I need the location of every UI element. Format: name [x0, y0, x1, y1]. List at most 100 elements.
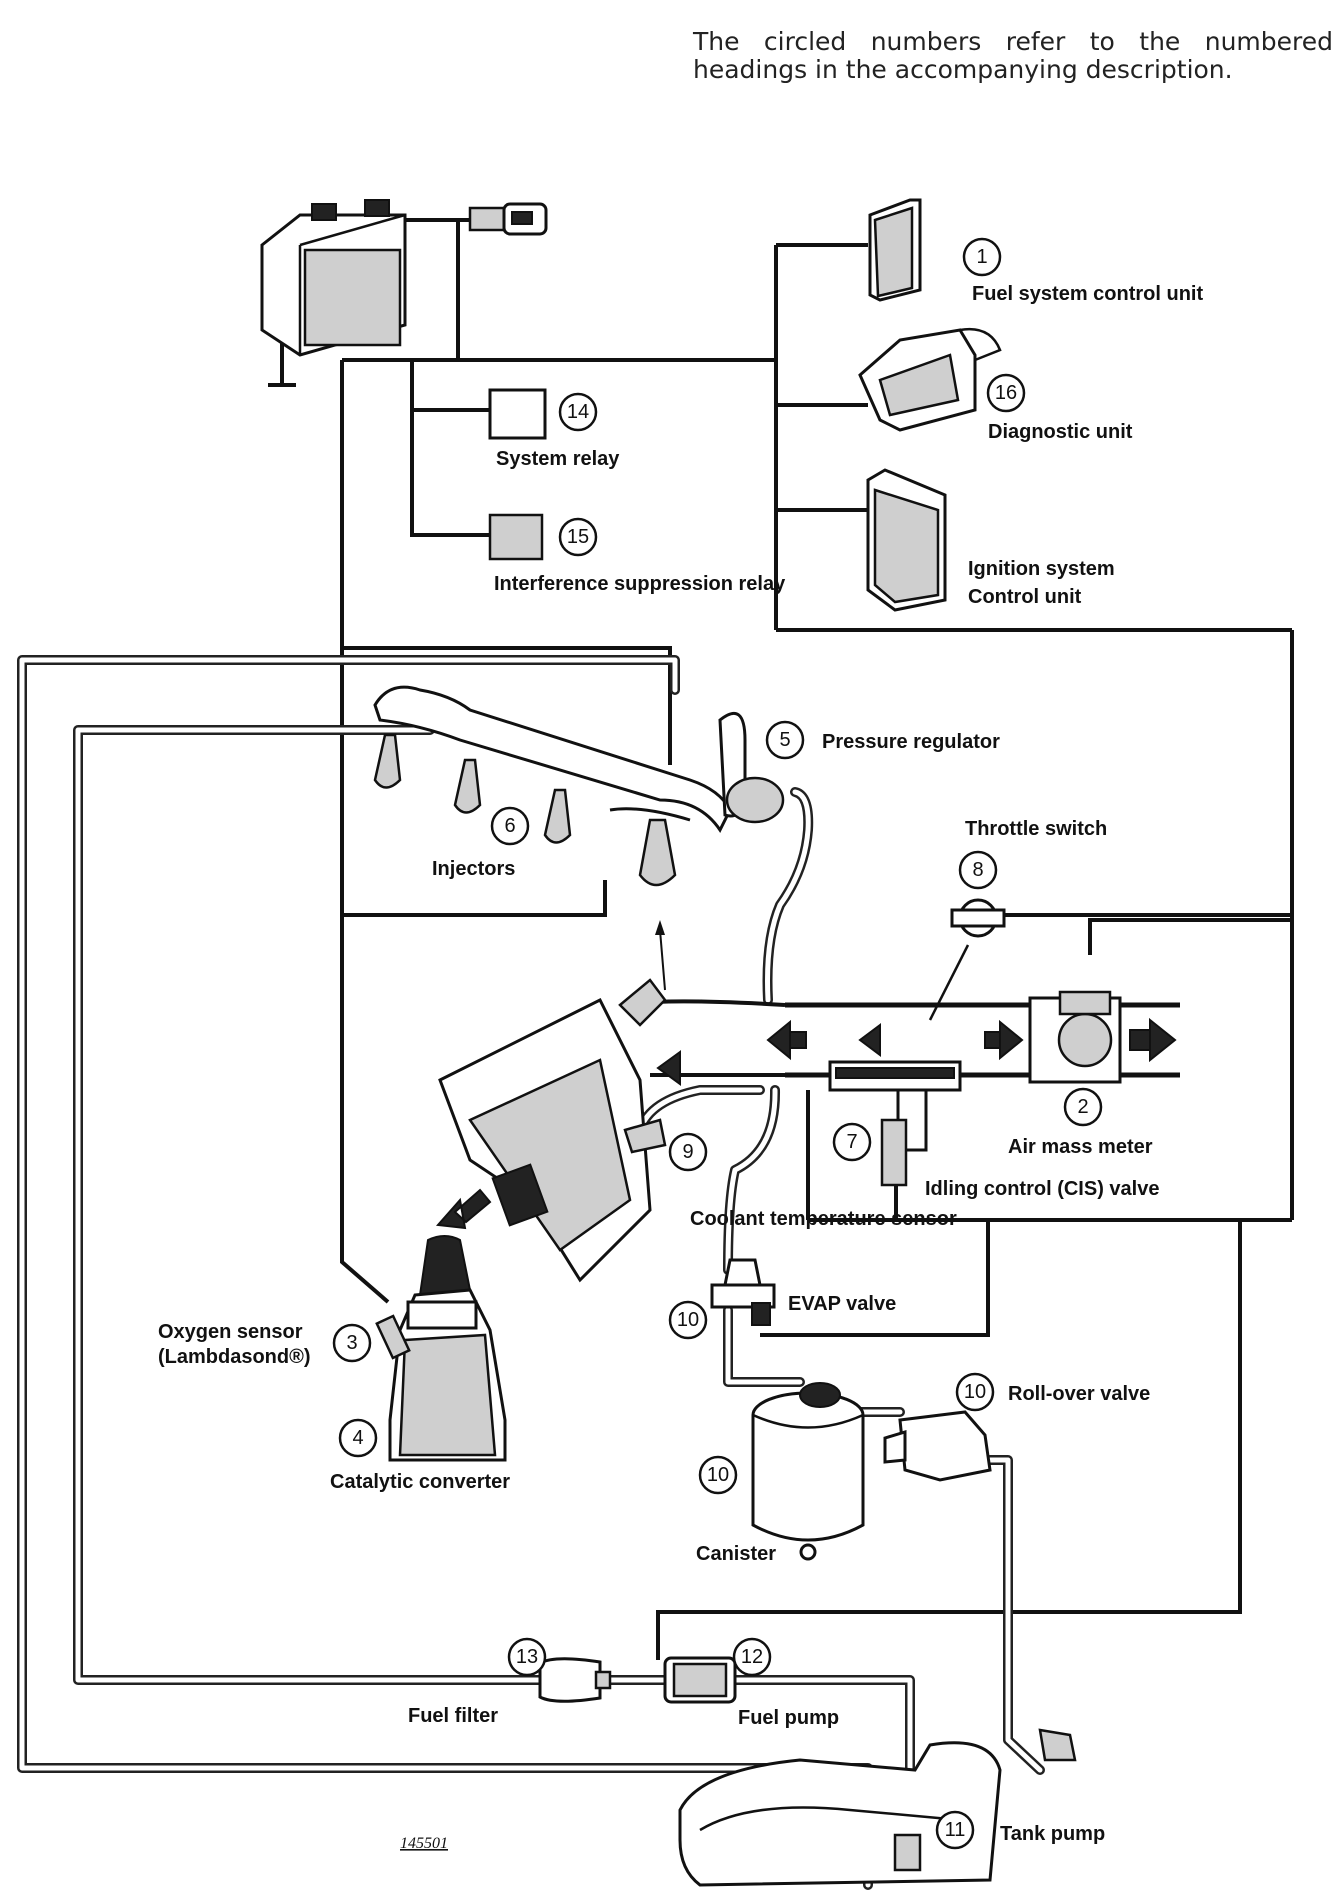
svg-text:14: 14	[567, 401, 589, 423]
injector	[543, 788, 572, 844]
figure-id: 145501	[400, 1835, 448, 1852]
svg-text:3: 3	[346, 1332, 357, 1354]
svg-text:12: 12	[741, 1646, 763, 1668]
callout-4: 4	[338, 1418, 378, 1458]
callout-1: 1	[962, 237, 1002, 277]
label-coolant-temperature-sensor: Coolant temperature sensor	[690, 1208, 957, 1230]
airflow-arrow	[656, 1050, 681, 1086]
oxygen-sensor	[375, 1314, 411, 1360]
caption-line-1: The circled numbers refer to the numbere…	[693, 27, 1333, 56]
label-evap-valve: EVAP valve	[788, 1293, 896, 1315]
fuel-pump	[663, 1656, 737, 1704]
airflow-arrow	[858, 1023, 881, 1057]
label-control-unit: Control unit	[968, 586, 1082, 608]
injectors	[373, 733, 677, 887]
callout-15: 15	[558, 517, 598, 557]
callout-7: 7	[832, 1122, 872, 1162]
label-system-relay: System relay	[496, 448, 620, 470]
label-fuel-filter: Fuel filter	[408, 1705, 498, 1727]
fuel-system-control-unit	[868, 198, 922, 302]
svg-text:7: 7	[846, 1131, 857, 1153]
svg-text:2: 2	[1077, 1096, 1088, 1118]
callout-5: 5	[765, 720, 805, 760]
label-fuel-system-control-unit: Fuel system control unit	[972, 283, 1203, 305]
label-fuel-pump: Fuel pump	[738, 1707, 839, 1729]
label-pressure-regulator: Pressure regulator	[822, 731, 1000, 753]
tank-pump	[893, 1833, 922, 1872]
label-diagnostic-unit: Diagnostic unit	[988, 421, 1133, 443]
svg-text:1: 1	[976, 246, 987, 268]
evap-valve	[710, 1258, 776, 1326]
airflow-arrow	[1129, 1017, 1177, 1063]
caption-line-2: headings in the accompanying description…	[693, 55, 1233, 84]
fuel-filter	[538, 1657, 612, 1703]
air-intake-duct	[435, 990, 1180, 1230]
label-idling-control-valve: Idling control (CIS) valve	[925, 1178, 1159, 1200]
label-injectors: Injectors	[432, 858, 515, 880]
svg-text:16: 16	[995, 382, 1017, 404]
callout-9: 9	[668, 1132, 708, 1172]
label-ignition-system: Ignition system	[968, 558, 1115, 580]
ignition-key	[468, 202, 548, 236]
label-air-mass-meter: Air mass meter	[1008, 1136, 1153, 1158]
svg-text:10: 10	[677, 1309, 699, 1331]
roll-over-valve	[883, 1410, 992, 1482]
injector	[638, 818, 677, 887]
ignition-control-unit	[866, 468, 947, 612]
callout-14: 14	[558, 392, 598, 432]
engine-block	[438, 920, 667, 1283]
label-interference-relay: Interference suppression relay	[494, 573, 786, 595]
interference-relay-box	[488, 513, 544, 561]
svg-text:15: 15	[567, 526, 589, 548]
exhaust-arrow	[435, 1188, 492, 1230]
fuel-tank	[678, 1728, 1077, 1887]
callout-16: 16	[986, 373, 1026, 413]
callout-10-canister: 10	[698, 1455, 738, 1495]
system-relay-box	[488, 388, 547, 440]
svg-text:8: 8	[972, 859, 983, 881]
coolant-temperature-sensor	[623, 1118, 667, 1154]
injector-arrow	[659, 929, 666, 991]
callout-10-evap: 10	[668, 1300, 708, 1340]
electrical-wiring	[268, 215, 1294, 1660]
callout-2: 2	[1063, 1087, 1103, 1127]
airflow-arrow	[766, 1019, 807, 1061]
label-catalytic-converter: Catalytic converter	[330, 1471, 510, 1493]
label-throttle-switch: Throttle switch	[965, 818, 1107, 840]
svg-text:9: 9	[682, 1141, 693, 1163]
callout-8: 8	[958, 850, 998, 890]
pressure-regulator	[718, 711, 785, 824]
label-roll-over-valve: Roll-over valve	[1008, 1383, 1150, 1405]
svg-text:5: 5	[779, 729, 790, 751]
callout-12: 12	[732, 1637, 772, 1677]
number-callouts: 1 16 14 15 5 6 8 2 7 9 3 4 10 10 10 13 1…	[332, 237, 1103, 1850]
svg-text:13: 13	[516, 1646, 538, 1668]
battery	[260, 199, 407, 357]
caption-note: The circled numbers refer to the numbere…	[693, 28, 1333, 84]
svg-text:11: 11	[945, 1819, 966, 1841]
label-oxygen-sensor: Oxygen sensor	[158, 1321, 303, 1343]
air-mass-meter-rotor	[1057, 1012, 1113, 1068]
injector	[453, 758, 482, 814]
label-tank-pump: Tank pump	[1000, 1823, 1105, 1845]
label-lambdasond: (Lambdasond®)	[158, 1346, 311, 1368]
airflow-arrow	[984, 1019, 1024, 1061]
component-labels: Fuel system control unit Diagnostic unit…	[158, 283, 1203, 1852]
callout-13: 13	[507, 1637, 547, 1677]
svg-text:6: 6	[504, 815, 515, 837]
catalytic-converter	[388, 1235, 507, 1462]
svg-text:4: 4	[352, 1427, 363, 1449]
svg-text:10: 10	[707, 1464, 729, 1486]
callout-3: 3	[332, 1323, 372, 1363]
injector	[373, 733, 402, 789]
callout-10-rollover: 10	[955, 1372, 995, 1412]
fuel-pipes	[17, 655, 1045, 1890]
label-canister: Canister	[696, 1543, 776, 1565]
canister	[751, 1382, 865, 1561]
throttle-switch	[928, 898, 1006, 1021]
callout-6: 6	[490, 806, 530, 846]
callout-11: 11	[935, 1810, 975, 1850]
diagnostic-unit	[858, 327, 1002, 432]
svg-text:10: 10	[964, 1381, 986, 1403]
